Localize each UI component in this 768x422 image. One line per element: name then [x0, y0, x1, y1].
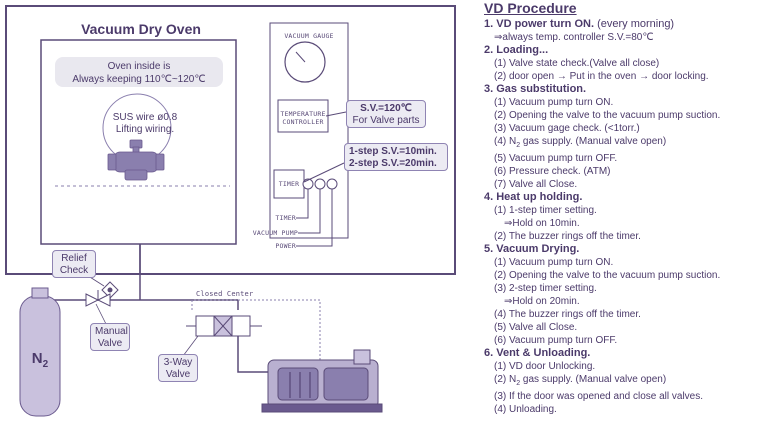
temp-controller-line2: CONTROLLER — [282, 118, 324, 126]
section-6-step-2-a: (2) N — [494, 374, 517, 385]
section-3-step-4-b: gas supply. (Manual valve open) — [520, 136, 667, 147]
oven-inside-note: Oven inside is Always keeping 110℃~120℃ — [55, 57, 223, 87]
vacuum-gauge-label: VACUUM GAUGE — [284, 32, 334, 40]
section-3-step-7: (7) Valve all Close. — [494, 179, 578, 190]
section-3-step-4-a: (4) N — [494, 136, 517, 147]
section-6-step-3: (3) If the door was opened and close all… — [494, 391, 704, 402]
relief-check-valve — [101, 281, 119, 299]
section-6-step-1: (1) VD door Unlocking. — [494, 361, 596, 372]
section-3-step-1: (1) Vacuum pump turn ON. — [494, 97, 614, 108]
n2-subscript: 2 — [42, 359, 49, 370]
section-3-step-2: (2) Opening the valve to the vacuum pump… — [494, 110, 721, 121]
timer-box — [273, 169, 305, 199]
section-4-heading: 4. Heat up holding. — [484, 191, 583, 203]
section-3-step-4-sub: 2 — [516, 142, 521, 149]
oven-outer-frame — [5, 5, 456, 275]
oven-inside-line2: Always keeping 110℃~120℃ — [72, 74, 206, 85]
diagram-drawing — [5, 5, 456, 417]
section-4-step-1: (1) 1-step timer setting. — [494, 205, 597, 216]
threeway-line2: Valve — [165, 369, 191, 380]
vacuum-pump — [261, 349, 383, 413]
section-1-extra: (every morning) — [597, 18, 675, 30]
threeway-line1: 3-Way — [163, 357, 193, 368]
section-4-step-2: (2) The buzzer rings off the timer. — [494, 231, 641, 242]
vd-procedure-panel: VD Procedure 1. VD power turn ON. (every… — [484, 0, 768, 422]
valve-part-icon — [107, 139, 165, 181]
section-3-step-3: (3) Vacuum gage check. (<1torr.) — [494, 123, 640, 134]
section-6-step-2: (2) N2 gas supply. (Manual valve open) — [484, 373, 768, 390]
manual-line1: Manual — [95, 326, 128, 337]
section-3-heading: 3. Gas substitution. — [484, 83, 587, 95]
n2-label: N2 — [26, 350, 54, 370]
n2-cylinder — [19, 287, 61, 417]
section-5-step-5: (5) Valve all Close. — [494, 322, 578, 333]
sus-wire-line1: SUS wire ø0.8 — [112, 112, 178, 123]
section-3-step-4: (4) N2 gas supply. (Manual valve open) — [484, 135, 768, 152]
sus-wire-label: SUS wire ø0.8 Lifting wiring. — [100, 112, 190, 136]
temp-controller-label: TEMPERATURE CONTROLLER — [279, 110, 327, 126]
relief-check-callout: Relief Check — [52, 250, 96, 278]
sus-wire-line2: Lifting wiring. — [115, 124, 175, 135]
section-2-step-2: (2) door open → Put in the oven → door l… — [494, 71, 709, 82]
step2-text: 2-step S.V.=20min. — [349, 158, 437, 169]
timer-switch-label: TIMER — [275, 214, 296, 222]
oven-inside-line1: Oven inside is — [107, 61, 171, 72]
timer-box-label: TIMER — [278, 180, 300, 188]
sv-callout: S.V.=120℃ For Valve parts — [346, 100, 426, 128]
section-5-step-1: (1) Vacuum pump turn ON. — [494, 257, 614, 268]
step1-text: 1-step S.V.=10min. — [349, 146, 437, 157]
manual-valve — [85, 290, 111, 307]
section-6-step-4: (4) Unloading. — [494, 404, 557, 415]
section-1-note: ⇒always temp. controller S.V.=80℃ — [494, 32, 654, 43]
section-5-step-6: (6) Vacuum pump turn OFF. — [494, 335, 618, 346]
n2-text: N — [31, 350, 43, 367]
relief-line1: Relief — [61, 253, 87, 264]
section-3-step-5: (5) Vacuum pump turn OFF. — [494, 153, 618, 164]
vacuum-pump-switch-label: VACUUM PUMP — [252, 229, 298, 237]
vacuum-oven-diagram: Vacuum Dry Oven Oven inside is Always ke… — [5, 5, 456, 417]
section-5-step-2: (2) Opening the valve to the vacuum pump… — [494, 270, 721, 281]
temp-controller-box — [277, 99, 329, 133]
section-2-step-1: (1) Valve state check.(Valve all close) — [494, 58, 660, 69]
section-5-step-4: (4) The buzzer rings off the timer. — [494, 309, 641, 320]
oven-title: Vacuum Dry Oven — [81, 21, 201, 37]
manual-valve-callout: Manual Valve — [90, 323, 130, 351]
sv-line2: For Valve parts — [352, 115, 420, 126]
timer-step-callout: 1-step S.V.=10min. 2-step S.V.=20min. — [344, 143, 448, 171]
sv-line1: S.V.=120℃ — [360, 103, 412, 114]
section-6-step-2-sub: 2 — [516, 380, 521, 387]
three-way-valve-callout: 3-Way Valve — [158, 354, 198, 382]
section-4-step-1-note: ⇒Hold on 10min. — [504, 218, 580, 229]
manual-line2: Valve — [97, 338, 123, 349]
section-2-heading: 2. Loading... — [484, 44, 549, 56]
section-5-step-3: (3) 2-step timer setting. — [494, 283, 597, 294]
section-3-step-6: (6) Pressure check. (ATM) — [494, 166, 611, 177]
section-5-heading: 5. Vacuum Drying. — [484, 243, 580, 255]
section-6-heading: 6. Vent & Unloading. — [484, 347, 591, 359]
section-6-step-2-b: gas supply. (Manual valve open) — [520, 374, 667, 385]
temp-controller-line1: TEMPERATURE — [280, 110, 326, 118]
closed-center-label: Closed Center — [196, 290, 254, 298]
three-way-valve — [186, 315, 262, 337]
section-1-heading: 1. VD power turn ON. (every morning) — [484, 18, 768, 31]
relief-line2: Check — [59, 265, 89, 276]
procedure-title: VD Procedure — [484, 0, 577, 16]
section-5-step-3-note: ⇒Hold on 20min. — [504, 296, 580, 307]
section-1-title: 1. VD power turn ON. — [484, 18, 595, 30]
power-switch-label: POWER — [275, 242, 296, 250]
